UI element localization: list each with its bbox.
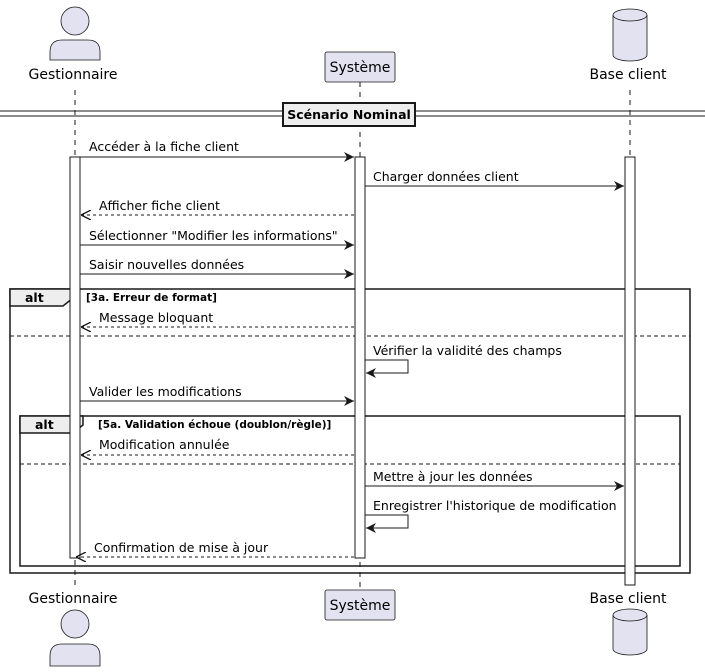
activation-manager bbox=[69, 156, 81, 559]
message-label: Message bloquant bbox=[99, 310, 213, 325]
actor-icon bbox=[60, 609, 90, 639]
alt2-keyword: alt bbox=[35, 417, 54, 432]
database-icon bbox=[612, 15, 648, 62]
message-label: Vérifier la validité des champs bbox=[373, 343, 562, 358]
participant-label: Système bbox=[330, 598, 391, 614]
message-label: Confirmation de mise à jour bbox=[94, 540, 269, 555]
participant-manager-bottom: Gestionnaire bbox=[29, 591, 118, 667]
separator-label: Scénario Nominal bbox=[287, 107, 411, 122]
alt1-keyword: alt bbox=[25, 290, 44, 305]
activation-db bbox=[624, 156, 636, 586]
message-2: Charger données client bbox=[365, 169, 624, 191]
scenario-separator: Scénario Nominal bbox=[0, 102, 705, 127]
message-6-return: Message bloquant bbox=[81, 310, 354, 327]
message-label: Afficher fiche client bbox=[99, 198, 220, 213]
database-icon bbox=[612, 615, 648, 656]
message-1: Accéder à la fiche client bbox=[80, 139, 354, 162]
participant-system-top: Système bbox=[324, 51, 396, 83]
actor-icon bbox=[60, 6, 90, 36]
participant-db-bottom: Base client bbox=[590, 591, 668, 656]
message-11-self: Enregistrer l'historique de modification bbox=[365, 498, 617, 533]
message-10: Mettre à jour les données bbox=[365, 469, 624, 491]
message-label: Enregistrer l'historique de modification bbox=[373, 498, 617, 513]
participant-system-bottom: Système bbox=[324, 589, 396, 621]
alt1-guard: [3a. Erreur de format] bbox=[86, 292, 217, 304]
message-3-return: Afficher fiche client bbox=[81, 198, 354, 215]
message-label: Charger données client bbox=[373, 169, 519, 184]
alt2-guard: [5a. Validation échoue (doublon/règle)] bbox=[98, 419, 331, 431]
alt-fragment-2: alt [5a. Validation échoue (doublon/règl… bbox=[19, 415, 681, 567]
message-label: Sélectionner "Modifier les informations" bbox=[89, 228, 338, 243]
alt-fragment-1: alt [3a. Erreur de format] bbox=[9, 288, 691, 574]
participant-db-top: Base client bbox=[590, 8, 668, 83]
message-7-self: Vérifier la validité des champs bbox=[365, 343, 562, 378]
message-label: Saisir nouvelles données bbox=[89, 257, 244, 272]
message-12-return: Confirmation de mise à jour bbox=[76, 540, 354, 557]
participant-label: Gestionnaire bbox=[29, 591, 118, 607]
participant-label: Base client bbox=[590, 591, 668, 607]
participant-manager-top: Gestionnaire bbox=[29, 6, 118, 83]
participant-label: Gestionnaire bbox=[29, 67, 118, 83]
message-label: Modification annulée bbox=[99, 437, 230, 452]
message-label: Mettre à jour les données bbox=[373, 469, 533, 484]
message-9-return: Modification annulée bbox=[81, 437, 354, 455]
message-8: Valider les modifications bbox=[80, 384, 354, 406]
message-label: Accéder à la fiche client bbox=[89, 139, 239, 154]
participant-label: Système bbox=[330, 60, 391, 76]
participant-label: Base client bbox=[590, 67, 668, 83]
message-5: Saisir nouvelles données bbox=[80, 257, 354, 279]
activation-system bbox=[354, 156, 366, 559]
message-label: Valider les modifications bbox=[89, 384, 242, 399]
message-4: Sélectionner "Modifier les informations" bbox=[80, 228, 354, 250]
